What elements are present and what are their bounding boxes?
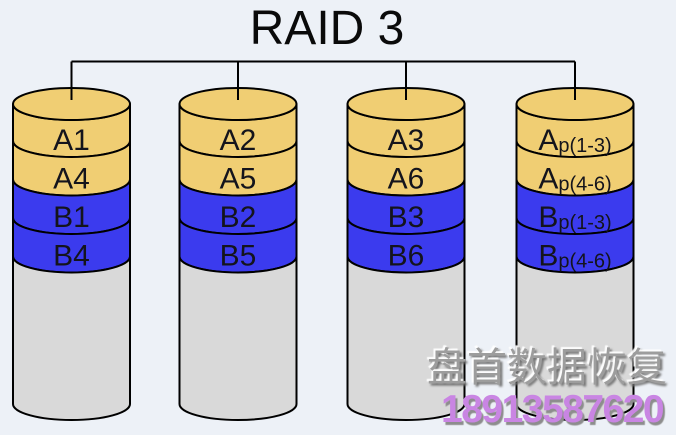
disk-cylinder-4-parity: Ap(1-3) Ap(4-6) Bp(1-3) Bp(4-6) [515, 61, 635, 421]
disk-cylinder-2: A2 A5 B2 B5 [178, 61, 298, 421]
disk1-band-empty [12, 255, 131, 421]
disk2-label-2: A5 [220, 163, 257, 196]
disk3-label-4: B6 [388, 240, 425, 273]
disk3-label-3: B3 [388, 201, 425, 234]
disk3-band-empty [346, 255, 466, 421]
disk1-label-4: B4 [53, 240, 90, 273]
disk1-label-3: B1 [53, 201, 90, 234]
disk-cylinder-3: A3 A6 B3 B6 [346, 61, 466, 421]
disk2-band-empty [178, 255, 298, 421]
disk1-label-2: A4 [53, 163, 90, 196]
disk3-label-1: A3 [388, 124, 425, 157]
disk2-label-3: B2 [220, 201, 257, 234]
disk4-band-empty [515, 255, 635, 421]
disk3-label-2: A6 [388, 163, 425, 196]
disk4-label-3: Bp(1-3) [538, 201, 611, 234]
disk4-label-1: Ap(1-3) [538, 124, 611, 157]
disk1-label-1: A1 [53, 124, 90, 157]
disk-cylinder-1: A1 A4 B1 B4 [12, 61, 131, 421]
diagram-title: RAID 3 [250, 2, 405, 55]
disk2-label-4: B5 [220, 240, 257, 273]
disk4-label-4: Bp(4-6) [538, 240, 611, 273]
watermark-phone-number: 18913587620 [441, 388, 665, 431]
disk4-label-2: Ap(4-6) [538, 163, 611, 196]
disk2-label-1: A2 [220, 124, 257, 157]
watermark-company-text: 盘首数据恢复 [427, 346, 667, 390]
